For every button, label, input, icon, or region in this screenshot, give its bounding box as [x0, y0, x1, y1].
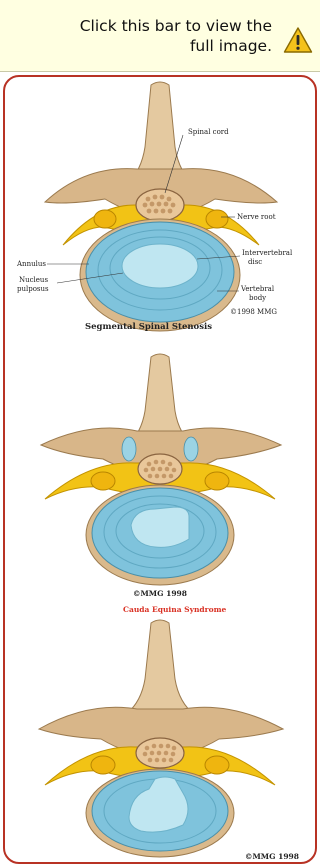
warning-triangle-icon — [283, 26, 313, 54]
notice-message: Click this bar to view the full image. — [10, 16, 272, 56]
label-disc: disc — [248, 258, 262, 266]
label-body: body — [249, 294, 266, 302]
vertebra-cross-section-stenosis — [5, 349, 315, 589]
label-pulposus: pulposus — [17, 285, 49, 293]
label-intervertebral: Intervertebral — [242, 249, 292, 257]
notice-line-1: Click this bar to view the — [10, 16, 272, 36]
label-spinal-cord: Spinal cord — [188, 128, 229, 136]
caption-cauda-equina-syndrome: Cauda Equina Syndrome — [123, 605, 226, 614]
label-nucleus: Nucleus — [19, 276, 48, 284]
notice-line-2: full image. — [10, 36, 272, 56]
copyright-panel-1: ©1998 MMG — [230, 308, 277, 316]
copyright-panel-3: ©MMG 1998 — [245, 852, 299, 861]
label-annulus: Annulus — [17, 260, 46, 268]
anatomy-illustration-frame[interactable]: Spinal cord Nerve root Annulus Intervert… — [3, 75, 317, 864]
copyright-panel-2: ©MMG 1998 — [133, 589, 187, 598]
caption-segmental-spinal-stenosis: Segmental Spinal Stenosis — [85, 322, 212, 332]
vertebra-cross-section-herniation — [5, 617, 315, 862]
label-nerve-root: Nerve root — [237, 213, 276, 221]
view-full-image-bar[interactable]: Click this bar to view the full image. — [0, 0, 320, 72]
label-vertebral: Vertebral — [241, 285, 274, 293]
